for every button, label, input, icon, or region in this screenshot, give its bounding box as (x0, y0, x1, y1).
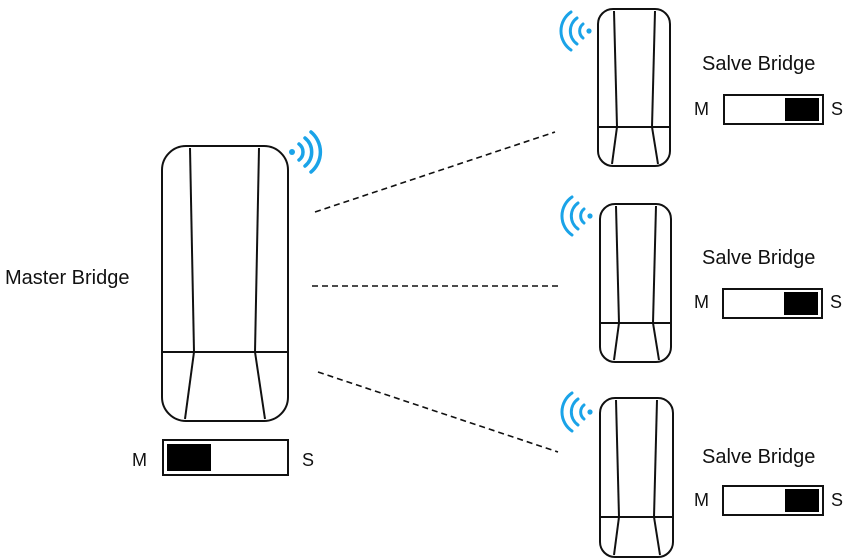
slave-mode-switch-1 (723, 94, 824, 125)
master-switch-knob (167, 444, 211, 471)
slave-bridge-device-2 (599, 203, 672, 363)
slave-bridge-label-3: Salve Bridge (702, 446, 816, 468)
wifi-signal-icon (560, 195, 593, 237)
wifi-signal-icon (560, 391, 593, 433)
slave-bridge-device-3 (599, 397, 674, 558)
slave-bridge-device-1 (597, 8, 671, 167)
slave-switch-s-label-3: S (831, 490, 844, 510)
wifi-signal-icon (559, 10, 592, 52)
slave-switch-m-label-2: M (694, 292, 709, 312)
master-mode-switch (162, 439, 289, 476)
slave-bridge-label-1: Salve Bridge (702, 53, 816, 75)
slave-mode-switch-2 (722, 288, 823, 319)
slave-mode-switch-3 (722, 485, 824, 516)
master-bridge-label: Master Bridge (5, 267, 130, 289)
slave-switch-m-label-1: M (694, 99, 709, 119)
slave-switch-knob (784, 292, 818, 315)
slave-switch-m-label-3: M (694, 490, 709, 510)
master-switch-s-label: S (302, 450, 315, 470)
wireless-links (312, 131, 562, 453)
slave-switch-s-label-2: S (830, 292, 843, 312)
wifi-signal-icon (289, 130, 323, 174)
slave-bridge-label-2: Salve Bridge (702, 247, 816, 269)
slave-switch-knob (785, 98, 819, 121)
master-bridge-device (161, 145, 289, 422)
master-switch-m-label: M (132, 450, 147, 470)
slave-switch-s-label-1: S (831, 99, 844, 119)
slave-switch-knob (785, 489, 819, 512)
